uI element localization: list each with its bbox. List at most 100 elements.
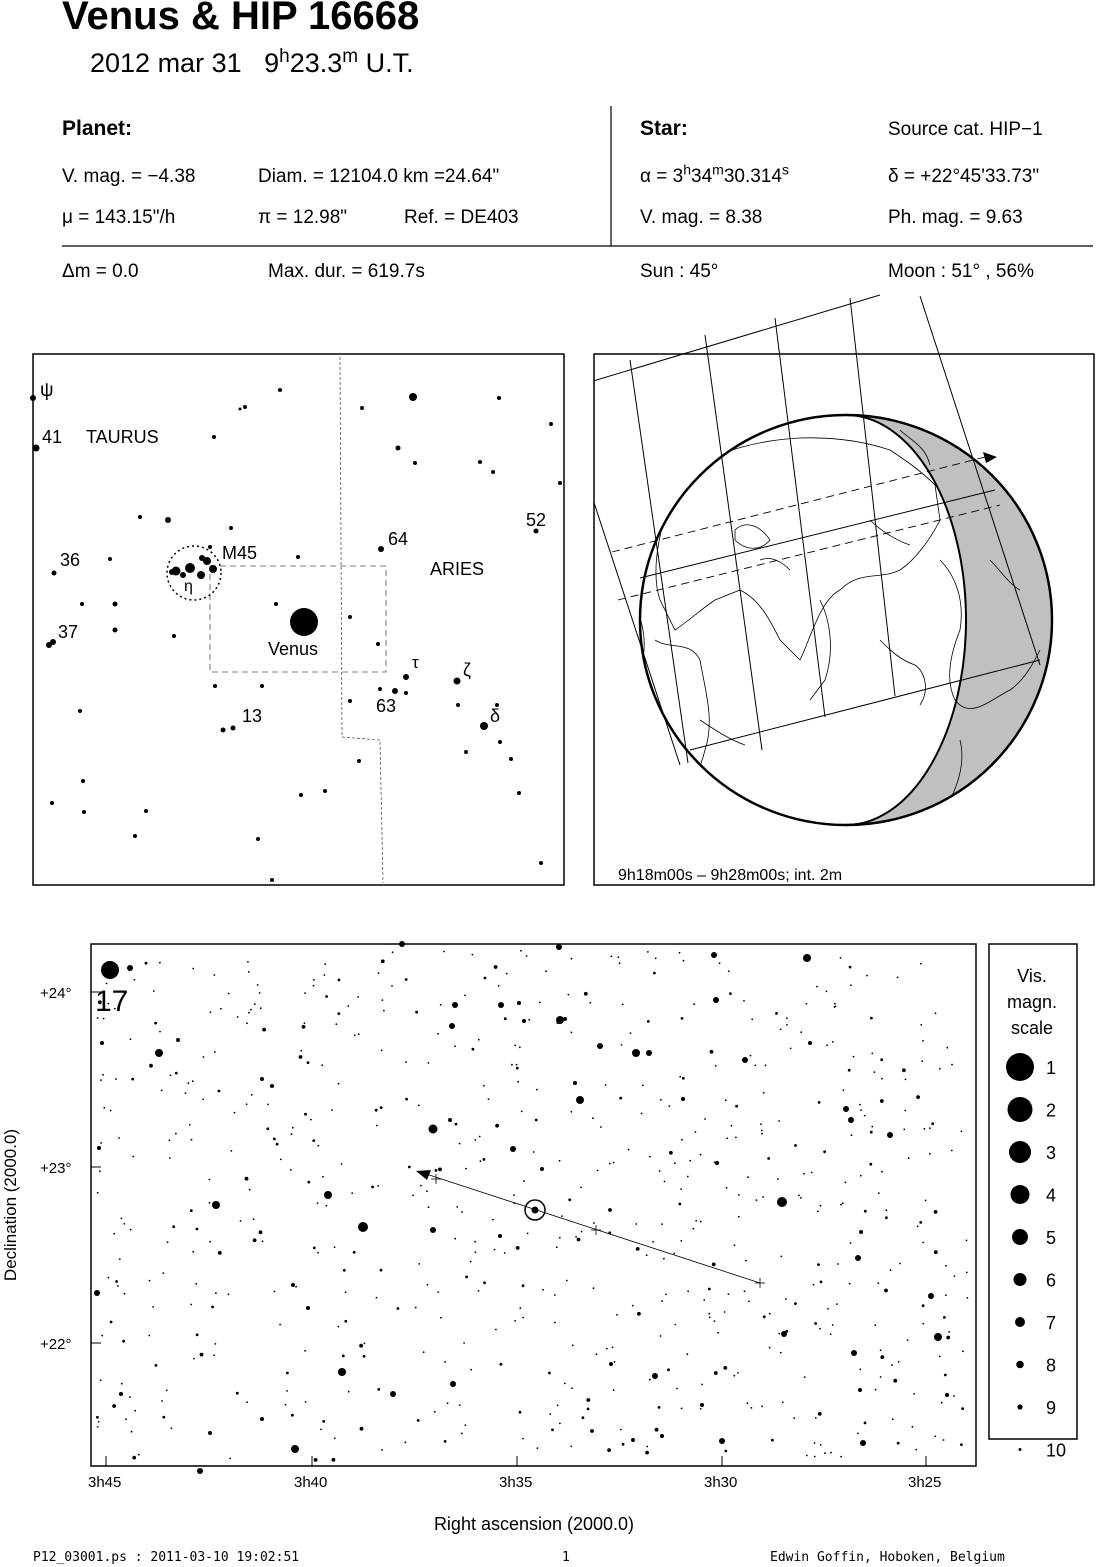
field-star	[551, 1428, 554, 1432]
field-star	[673, 1252, 676, 1255]
field-star	[446, 1402, 449, 1405]
field-star	[877, 1282, 880, 1285]
x-tick-2: 3h35	[499, 1474, 532, 1491]
field-star	[695, 1219, 698, 1222]
field-star	[785, 1329, 789, 1333]
x-tick-1: 3h40	[294, 1474, 327, 1491]
field-star	[170, 1427, 173, 1430]
field-star	[324, 1191, 332, 1199]
field-star	[482, 1158, 486, 1161]
field-star	[540, 1167, 544, 1171]
field-star	[896, 1441, 900, 1445]
y-axis-label: Declination (2000.0)	[1, 1129, 20, 1281]
field-star	[934, 1435, 937, 1438]
field-star	[620, 1428, 622, 1431]
field-star	[117, 1285, 119, 1287]
field-star	[703, 1299, 706, 1301]
field-star	[840, 1455, 842, 1458]
field-star	[863, 1114, 866, 1117]
field-star	[213, 1354, 216, 1357]
field-star	[928, 1152, 931, 1155]
y-tick-2: +22°	[40, 1336, 71, 1353]
field-star	[235, 1391, 239, 1395]
field-star	[938, 1355, 941, 1358]
planet-header: Planet:	[62, 117, 133, 140]
y-tick-marks	[91, 991, 101, 1344]
field-star	[94, 1290, 100, 1296]
field-star	[610, 955, 613, 958]
field-star	[689, 1159, 692, 1162]
field-star	[762, 1091, 765, 1094]
field-star	[940, 1401, 943, 1404]
field-star	[97, 1000, 102, 1005]
field-star	[686, 1353, 689, 1356]
field-star	[699, 1408, 702, 1410]
field-star	[440, 1316, 442, 1319]
field-star	[583, 991, 588, 996]
field-star	[760, 1129, 763, 1132]
finder-star	[348, 699, 352, 703]
field-star	[961, 1407, 964, 1410]
field-star	[470, 1368, 472, 1371]
field-star	[310, 1118, 312, 1121]
field-star	[600, 1126, 602, 1128]
field-star	[762, 1196, 764, 1198]
label-eta: η	[184, 578, 193, 595]
field-star	[444, 1361, 446, 1363]
field-star	[837, 1263, 839, 1265]
finder-star	[495, 703, 499, 707]
field-star	[517, 1080, 520, 1083]
field-star	[718, 962, 721, 965]
field-star	[118, 1258, 121, 1260]
field-star	[921, 1060, 924, 1062]
field-star	[443, 1440, 447, 1443]
field-star	[620, 1044, 623, 1046]
field-star	[627, 1148, 630, 1151]
field-star	[434, 1169, 438, 1172]
continents	[640, 429, 1041, 811]
field-star	[415, 1010, 418, 1014]
label-52: 52	[526, 510, 546, 530]
field-star	[681, 1138, 683, 1141]
date-time: 2012 mar 31 9h23.3m U.T.	[90, 46, 414, 78]
field-star	[652, 1373, 658, 1379]
detail-chart: 17 +24° +23° +22° 3h45 3h40 3h35 3h30 3h…	[1, 941, 977, 1534]
field-star	[342, 1268, 346, 1272]
field-star	[333, 1437, 336, 1440]
field-star	[713, 1320, 716, 1322]
field-star	[379, 1268, 383, 1272]
field-star	[570, 1445, 573, 1448]
field-star	[465, 1167, 467, 1170]
field-star	[461, 1211, 463, 1213]
field-star	[125, 1418, 127, 1421]
field-star	[495, 1123, 499, 1128]
field-star	[514, 1320, 516, 1322]
field-star	[375, 1296, 378, 1299]
label-63: 63	[376, 696, 396, 716]
field-star	[858, 1388, 862, 1392]
field-star	[96, 1415, 99, 1419]
field-star	[120, 1382, 123, 1385]
scale-dot	[1017, 1404, 1023, 1410]
field-star	[301, 1024, 306, 1029]
field-star	[571, 1344, 574, 1347]
field-star	[665, 1293, 667, 1296]
finder-star	[180, 572, 186, 578]
field-star	[850, 1134, 853, 1137]
field-star	[879, 1349, 882, 1352]
scale-label: 5	[1046, 1228, 1056, 1248]
finder-star	[197, 571, 205, 579]
label-13: 13	[242, 706, 262, 726]
field-star	[286, 1371, 289, 1375]
field-star	[733, 1374, 736, 1377]
finder-star	[50, 801, 54, 805]
label-41: 41	[42, 427, 62, 447]
field-star	[344, 1291, 347, 1294]
field-star	[217, 1251, 222, 1255]
field-star	[762, 1315, 766, 1319]
field-star	[735, 1136, 737, 1139]
finder-star	[230, 725, 236, 731]
finder-star	[203, 557, 211, 565]
finder-star	[456, 703, 460, 707]
field-star	[893, 1378, 898, 1383]
